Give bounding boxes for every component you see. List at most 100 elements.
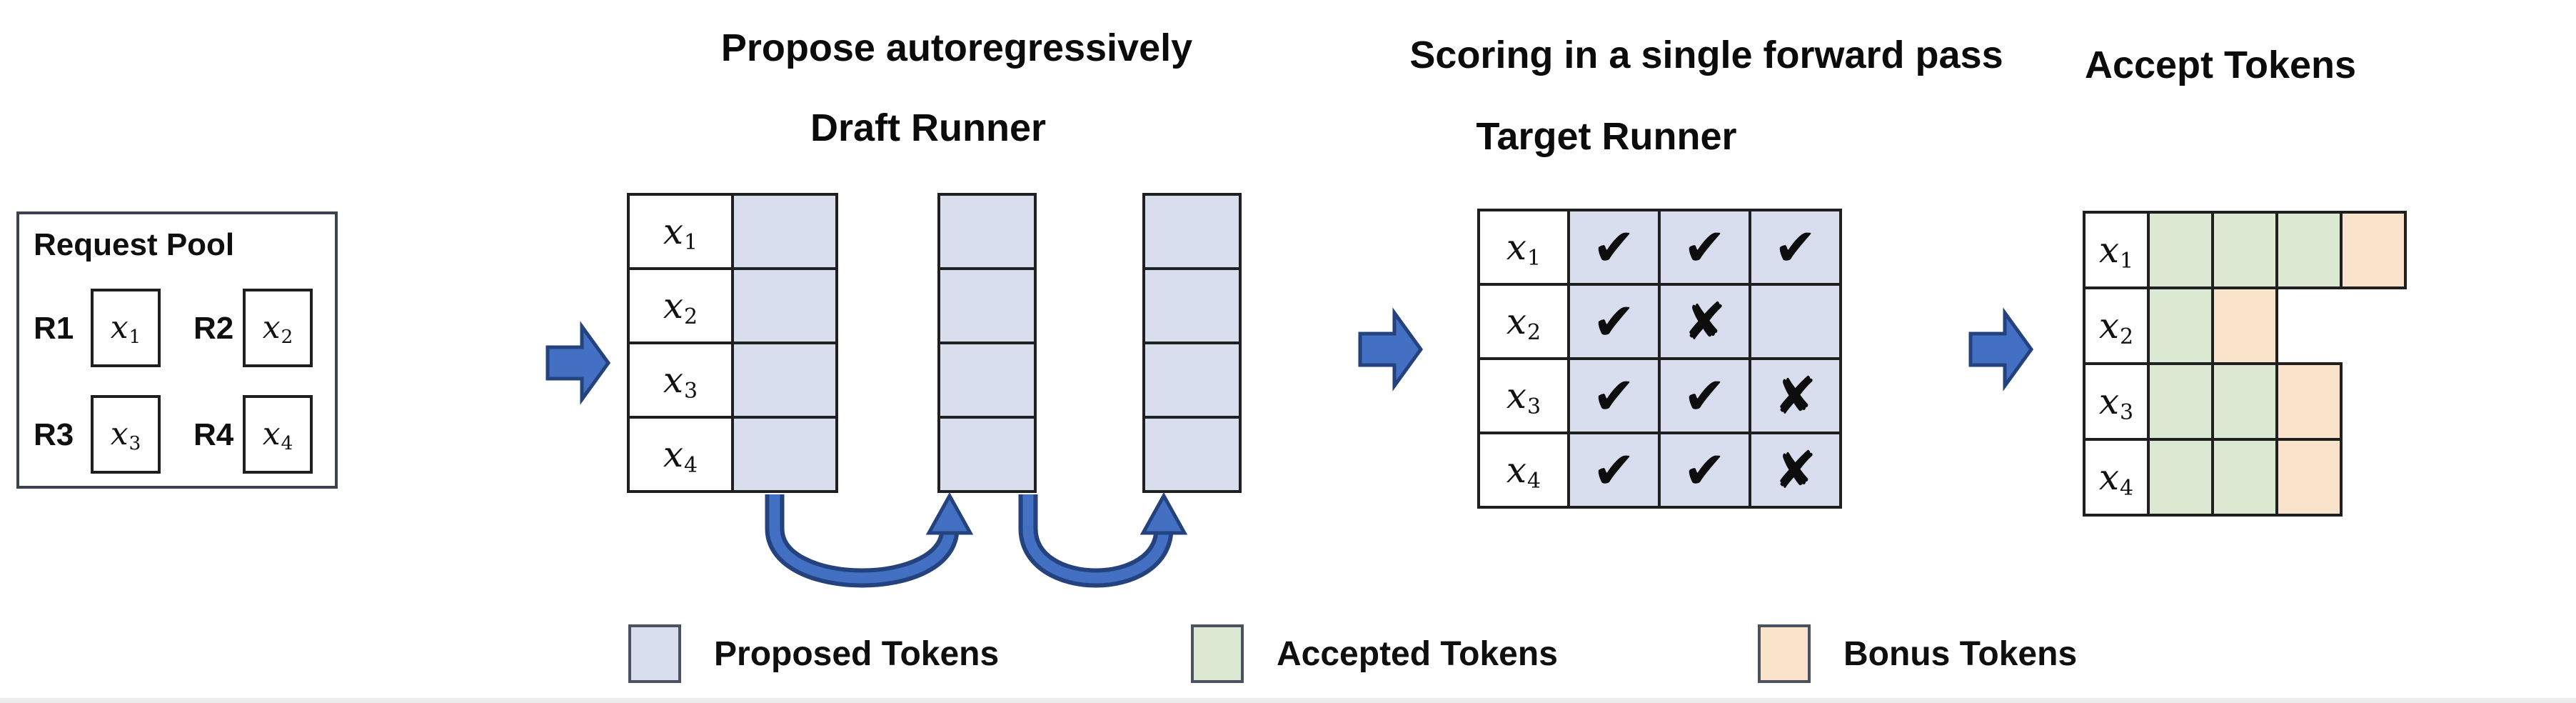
target-mark-cell: ✔ [1751,211,1839,283]
proposed-token-cell [734,419,835,490]
check-mark-icon: ✔ [1683,366,1726,426]
token-label: x4 [262,416,293,455]
proposed-token-cell [940,270,1034,341]
accepted-token-cell [2275,211,2343,289]
accepted-token-cell [2147,211,2214,289]
check-mark-icon: ✔ [1592,291,1636,352]
legend-item: Bonus Tokens [1758,624,2077,683]
legend-label: Proposed Tokens [714,634,1000,673]
token-label: x4 [2098,457,2134,502]
token-label: x2 [663,285,698,330]
target-mark-cell: ✔ [1570,286,1658,357]
token-label: x1 [110,309,141,349]
request-pool-title: Request Pool [34,227,235,262]
proposed-token-cell [940,344,1034,416]
accept-label-cell: x2 [2083,286,2150,365]
accept-tokens-title: Accept Tokens [2084,44,2357,86]
token-label: x3 [2098,381,2134,426]
token-label: x4 [1506,449,1541,494]
accepted-token-cell [2211,362,2278,441]
accepted-token-cell [2211,211,2278,289]
accept-tokens-row: x4 [2083,438,2407,517]
accept-tokens-row: x1 [2083,211,2407,289]
proposed-token-cell [734,196,835,267]
token-label: x2 [262,309,293,349]
draft-label-cell: x1 [630,196,731,267]
accepted-token-cell [2147,362,2214,441]
token-label: x1 [1506,226,1541,271]
target-runner-table: x1✔✔✔x2✔✘x3✔✔✘x4✔✔✘ [1477,209,1842,509]
flow-arrow-icon [545,321,611,405]
request-id-label: R2 [193,311,234,346]
token-label: x1 [2098,229,2134,274]
request-id-label: R4 [193,417,234,452]
bonus-token-cell [2211,286,2278,365]
cross-mark-icon: ✘ [1683,291,1726,352]
request-token-box: x3 [91,395,161,474]
legend-item: Proposed Tokens [628,624,999,683]
check-mark-icon: ✔ [1773,217,1817,277]
request-token-box: x2 [243,289,313,367]
legend-label: Accepted Tokens [1277,634,1558,673]
token-label: x3 [1506,375,1541,420]
legend-item: Accepted Tokens [1191,624,1558,683]
proposed-token-cell [1145,419,1239,490]
request-id-label: R1 [34,311,74,346]
token-label: x1 [663,211,698,256]
check-mark-icon: ✔ [1592,366,1636,426]
target-mark-cell: ✔ [1570,434,1658,506]
target-mark-cell: ✔ [1661,434,1749,506]
request-token-box: x1 [91,289,161,367]
target-label-cell: x3 [1480,360,1567,432]
legend-swatch-accepted [1191,624,1244,683]
proposed-token-cell [734,270,835,341]
request-token-box: x4 [243,395,313,474]
accept-tokens-row: x2 [2083,286,2407,365]
draft-label-cell: x3 [630,344,731,416]
accept-label-cell: x1 [2083,211,2150,289]
accepted-token-cell [2147,286,2214,365]
proposed-token-cell [1145,196,1239,267]
draft-runner-title: Draft Runner [810,106,1047,149]
token-label: x4 [663,434,698,479]
token-label: x2 [2098,305,2134,350]
proposed-token-cell [1145,270,1239,341]
legend-label: Bonus Tokens [1843,634,2078,673]
proposed-token-cell [940,419,1034,490]
target-mark-cell [1751,286,1839,357]
target-mark-cell: ✔ [1661,211,1749,283]
target-mark-cell: ✔ [1570,211,1658,283]
draft-label-cell: x2 [630,270,731,341]
token-label: x3 [663,359,698,404]
flow-arrow-icon [1968,307,2034,392]
accepted-token-cell [2211,438,2278,517]
bonus-token-cell [2275,438,2343,517]
draft-proposal-column [1142,193,1242,493]
check-mark-icon: ✔ [1683,440,1726,500]
slide-bottom-edge [0,698,2576,703]
proposed-token-cell [1145,344,1239,416]
target-label-cell: x1 [1480,211,1567,283]
legend-swatch-bonus [1758,624,1811,683]
check-mark-icon: ✔ [1592,217,1636,277]
target-label-cell: x4 [1480,434,1567,506]
accept-label-cell: x4 [2083,438,2150,517]
draft-label-cell: x4 [630,419,731,490]
bonus-token-cell [2275,362,2343,441]
draft-runner-table: x1 x2 x3 x4 [627,193,838,493]
cross-mark-icon: ✘ [1773,440,1817,500]
accept-label-cell: x3 [2083,362,2150,441]
accepted-token-cell [2147,438,2214,517]
legend-swatch-proposed [628,624,681,683]
accept-tokens-table: x1 x2 x3 x4 [2083,211,2407,517]
proposed-token-cell [734,344,835,416]
propose-title: Propose autoregressively [720,26,1193,69]
request-id-label: R3 [34,417,74,452]
target-mark-cell: ✔ [1570,360,1658,432]
check-mark-icon: ✔ [1683,217,1726,277]
scoring-title: Scoring in a single forward pass [1409,34,2003,76]
token-label: x2 [1506,301,1541,346]
accept-tokens-row: x3 [2083,362,2407,441]
draft-proposal-column [937,193,1037,493]
